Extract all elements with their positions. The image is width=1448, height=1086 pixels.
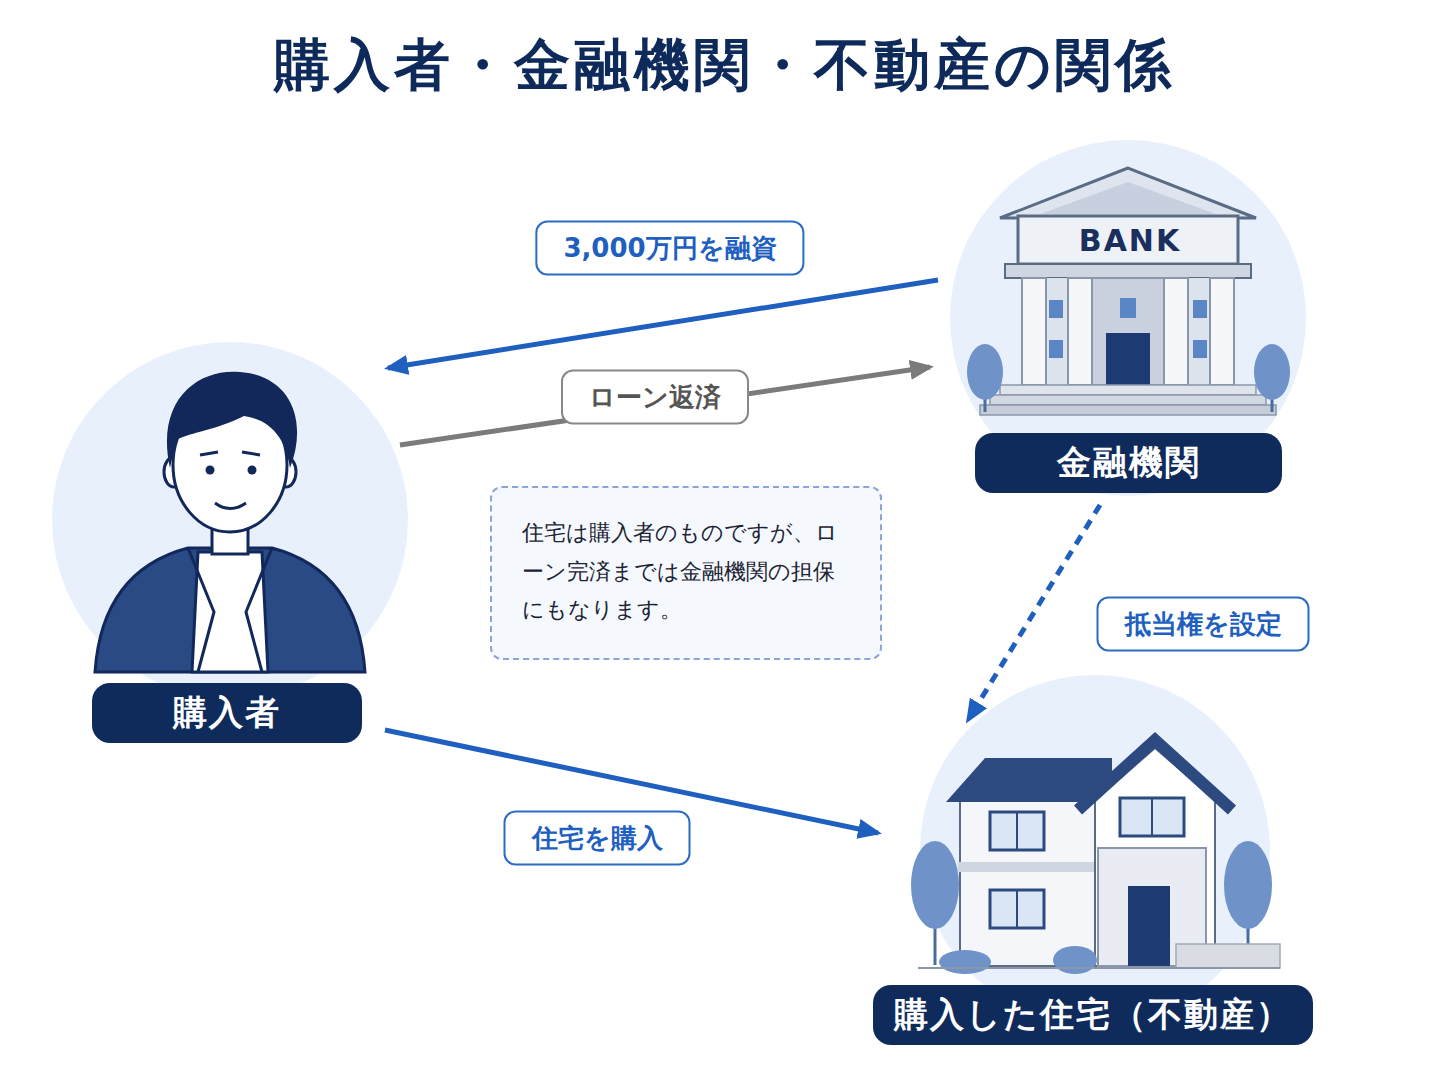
edge-label: 3,000万円を融資 <box>535 221 804 276</box>
connector-arrow <box>400 367 930 445</box>
edge-label: 抵当権を設定 <box>1097 597 1310 652</box>
note-box: 住宅は購入者のものですが、ローン完済までは金融機関の担保にもなります。 <box>490 486 882 660</box>
edge-label: 住宅を購入 <box>504 811 691 866</box>
bank-illustration <box>950 140 1306 496</box>
person-illustration <box>52 342 408 698</box>
name-band: 購入者 <box>92 683 362 743</box>
node-label: 購入した住宅（不動産） <box>894 992 1292 1038</box>
entity-node: 購入した住宅（不動産） <box>870 700 1315 1050</box>
edge-label: ローン返済 <box>561 370 749 425</box>
name-band: 購入した住宅（不動産） <box>873 985 1313 1045</box>
note-text: 住宅は購入者のものですが、ローン完済までは金融機関の担保にもなります。 <box>522 514 850 630</box>
entity-node: 金融機関 <box>948 140 1308 495</box>
connector-arrow <box>968 505 1100 720</box>
connector-arrow <box>388 280 938 368</box>
entity-node: 購入者 <box>50 340 410 750</box>
title: 購入者・金融機関・不動産の関係 <box>0 28 1448 104</box>
house-illustration <box>911 675 1280 1025</box>
node-label: 購入者 <box>173 690 281 736</box>
sign-text: BANK <box>1079 223 1181 258</box>
node-label: 金融機関 <box>1057 440 1201 486</box>
name-band: 金融機関 <box>975 433 1282 493</box>
